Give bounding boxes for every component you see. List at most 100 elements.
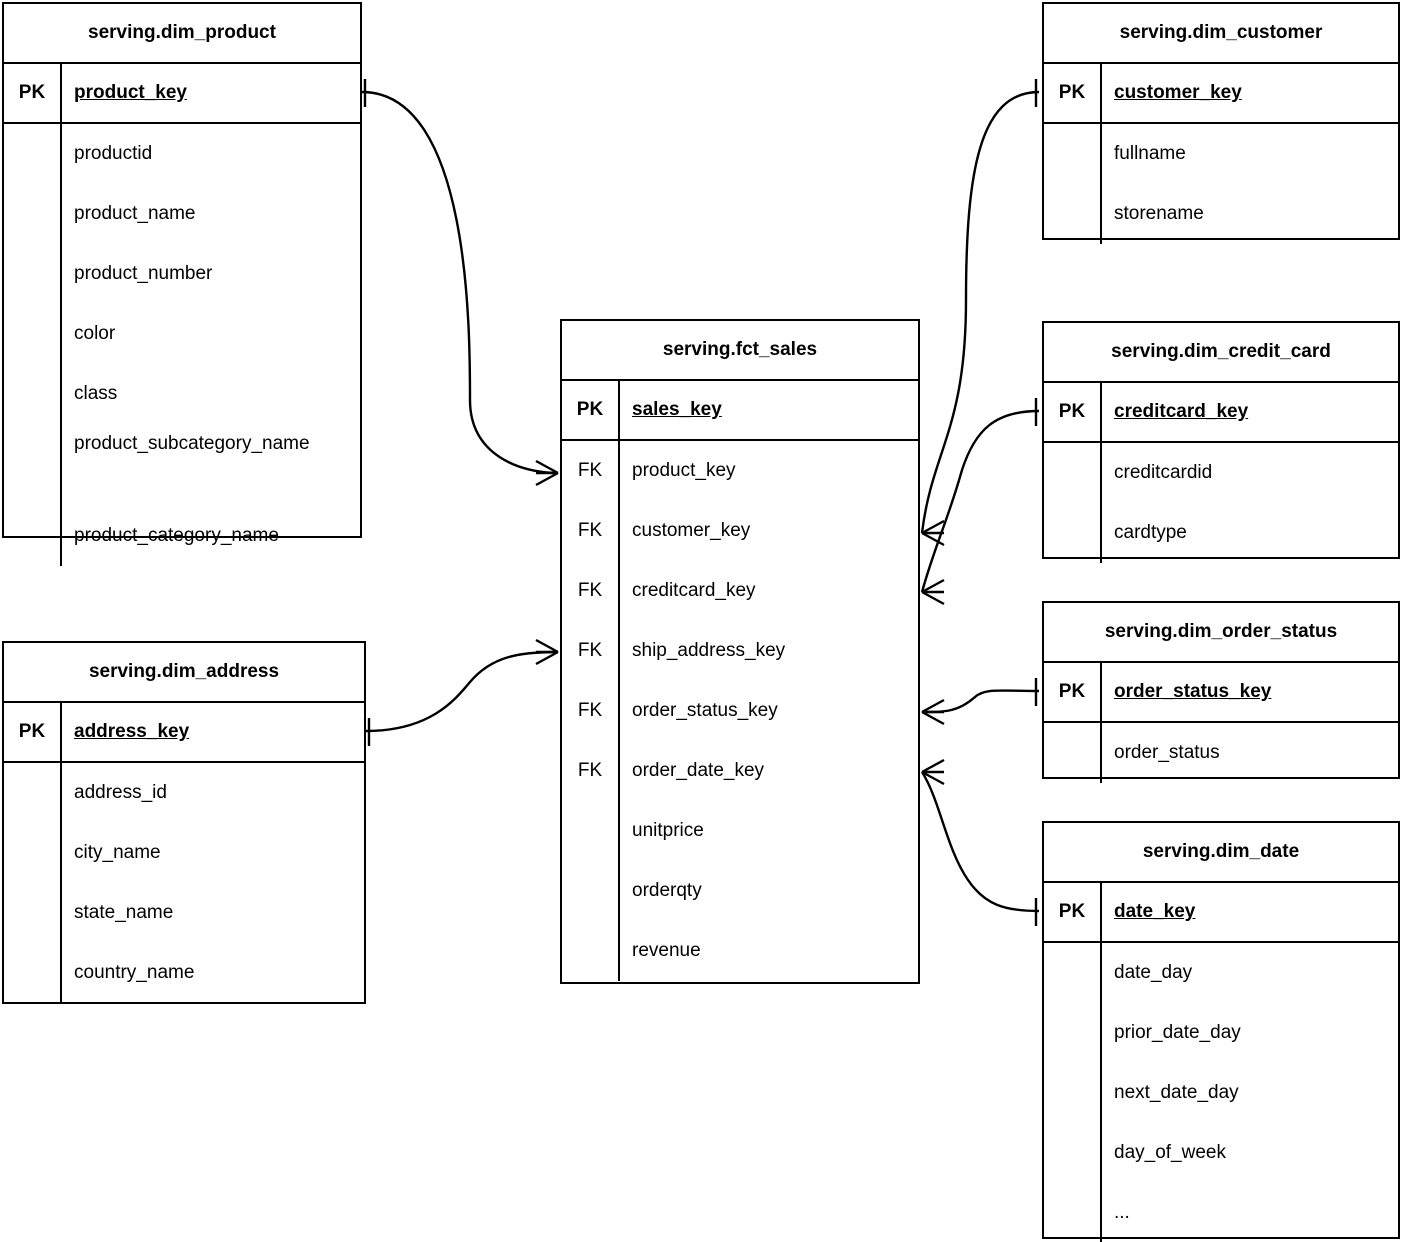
attribute-row[interactable]: city_name <box>74 842 161 863</box>
pk-badge-dim-date: PK <box>1044 883 1100 943</box>
key-cell-blank <box>4 364 60 424</box>
entity-dim-product[interactable]: serving.dim_product PK product_key produ… <box>2 2 362 566</box>
key-cell-blank <box>1044 184 1100 244</box>
attribute-row[interactable]: product_number <box>74 263 213 284</box>
pk-badge-dim-product: PK <box>4 64 60 124</box>
fk-badge: FK <box>577 640 603 661</box>
crow-foot-date <box>921 758 945 786</box>
attribute-column-dim-customer: customer_key fullname storename <box>1102 64 1398 244</box>
fk-badge: FK <box>577 520 603 541</box>
entity-dim-address[interactable]: serving.dim_address PK address_key addre… <box>2 641 366 1004</box>
entity-title-dim-customer: serving.dim_customer <box>1044 4 1398 64</box>
key-cell-blank <box>1044 943 1100 1003</box>
entity-body-dim-order-status: PK order_status_key order_status <box>1044 663 1398 783</box>
fk-attribute-row[interactable]: customer_key <box>632 520 751 541</box>
key-cell-blank <box>4 763 60 823</box>
pk-attribute-fct-sales[interactable]: sales_key <box>620 381 918 441</box>
key-cell-blank <box>1044 1183 1100 1242</box>
crow-foot-order-status <box>921 698 945 726</box>
pk-attribute-label: date_key <box>1114 901 1196 922</box>
pk-badge-fct-sales: PK <box>562 381 618 441</box>
pk-attribute-label: creditcard_key <box>1114 401 1249 422</box>
attribute-row[interactable]: order_status <box>1114 742 1220 763</box>
key-cell-blank <box>1044 723 1100 783</box>
relationship-date <box>920 758 1040 926</box>
key-cell-blank <box>562 801 618 861</box>
entity-title-dim-order-status: serving.dim_order_status <box>1044 603 1398 663</box>
key-cell-blank <box>4 304 60 364</box>
fk-badge: FK <box>577 700 603 721</box>
measure-row[interactable]: unitprice <box>632 820 704 841</box>
relationship-customer <box>920 79 1040 547</box>
fk-badge: FK <box>577 460 603 481</box>
attribute-row[interactable]: color <box>74 323 116 344</box>
attribute-row[interactable]: storename <box>1114 203 1204 224</box>
pk-attribute-dim-product[interactable]: product_key <box>62 64 360 124</box>
attribute-row[interactable]: prior_date_day <box>1114 1022 1241 1043</box>
attribute-row[interactable]: fullname <box>1114 143 1186 164</box>
entity-dim-order-status[interactable]: serving.dim_order_status PK order_status… <box>1042 601 1400 783</box>
fk-attribute-row[interactable]: order_status_key <box>632 700 778 721</box>
attribute-row[interactable]: product_subcategory_name <box>74 433 310 454</box>
pk-badge-dim-order-status: PK <box>1044 663 1100 723</box>
entity-dim-date[interactable]: serving.dim_date PK date_key date_day pr… <box>1042 821 1400 1242</box>
attribute-row[interactable]: date_day <box>1114 962 1193 983</box>
entity-dim-customer[interactable]: serving.dim_customer PK customer_key ful… <box>1042 2 1400 244</box>
entity-title-dim-date: serving.dim_date <box>1044 823 1398 883</box>
fk-attribute-row[interactable]: creditcard_key <box>632 580 756 601</box>
entity-body-fct-sales: PK FK FK FK FK FK FK sales_key product_k… <box>562 381 918 981</box>
entity-body-dim-credit-card: PK creditcard_key creditcardid cardtype <box>1044 383 1398 563</box>
attribute-column-fct-sales: sales_key product_key customer_key credi… <box>620 381 918 981</box>
crow-foot-address <box>535 638 559 666</box>
key-column-dim-date: PK <box>1044 883 1102 1242</box>
fk-attribute-row[interactable]: order_date_key <box>632 760 765 781</box>
key-column-dim-order-status: PK <box>1044 663 1102 783</box>
pk-attribute-label: customer_key <box>1114 82 1242 103</box>
key-cell-blank <box>4 823 60 883</box>
relationship-address <box>365 638 559 746</box>
relationship-product <box>361 79 559 487</box>
entity-body-dim-address: PK address_key address_id city_name stat… <box>4 703 364 1003</box>
attribute-row[interactable]: productid <box>74 143 153 164</box>
pk-attribute-dim-date[interactable]: date_key <box>1102 883 1398 943</box>
pk-attribute-dim-customer[interactable]: customer_key <box>1102 64 1398 124</box>
attribute-row[interactable]: product_name <box>74 203 196 224</box>
attribute-row[interactable]: product_category_name <box>74 525 279 546</box>
pk-attribute-label: address_key <box>74 721 190 742</box>
attribute-row[interactable]: day_of_week <box>1114 1142 1226 1163</box>
pk-attribute-dim-credit-card[interactable]: creditcard_key <box>1102 383 1398 443</box>
crow-foot-credit-card <box>921 578 945 606</box>
key-cell-blank <box>1044 1123 1100 1183</box>
crow-foot-product <box>535 459 559 487</box>
entity-body-dim-product: PK product_key productid product_name pr… <box>4 64 360 566</box>
key-cell-blank <box>1044 1003 1100 1063</box>
attribute-row[interactable]: next_date_day <box>1114 1082 1239 1103</box>
pk-badge-dim-credit-card: PK <box>1044 383 1100 443</box>
attribute-row[interactable]: address_id <box>74 782 167 803</box>
key-column-dim-address: PK <box>4 703 62 1003</box>
key-cell-blank <box>1044 124 1100 184</box>
pk-attribute-dim-address[interactable]: address_key <box>62 703 364 763</box>
measure-row[interactable]: orderqty <box>632 880 702 901</box>
pk-attribute-dim-order-status[interactable]: order_status_key <box>1102 663 1398 723</box>
measure-row[interactable]: revenue <box>632 940 701 961</box>
attribute-column-dim-product: product_key productid product_name produ… <box>62 64 360 566</box>
key-column-dim-customer: PK <box>1044 64 1102 244</box>
attribute-row[interactable]: country_name <box>74 962 195 983</box>
entity-title-dim-address: serving.dim_address <box>4 643 364 703</box>
fk-attribute-row[interactable]: ship_address_key <box>632 640 786 661</box>
key-cell-blank <box>4 883 60 943</box>
crow-foot-customer <box>921 519 945 547</box>
attribute-row-ellipsis[interactable]: ... <box>1114 1202 1130 1223</box>
entity-fct-sales[interactable]: serving.fct_sales PK FK FK FK FK FK FK s… <box>560 319 920 984</box>
entity-body-dim-date: PK date_key date_day prior_date_day next… <box>1044 883 1398 1242</box>
attribute-row[interactable]: state_name <box>74 902 174 923</box>
attribute-row[interactable]: class <box>74 383 118 404</box>
attribute-row[interactable]: creditcardid <box>1114 462 1213 483</box>
attribute-row[interactable]: cardtype <box>1114 522 1187 543</box>
entity-dim-credit-card[interactable]: serving.dim_credit_card PK creditcard_ke… <box>1042 321 1400 563</box>
fk-attribute-row[interactable]: product_key <box>632 460 736 481</box>
relationship-order-status <box>921 678 1040 726</box>
attribute-column-dim-credit-card: creditcard_key creditcardid cardtype <box>1102 383 1398 563</box>
